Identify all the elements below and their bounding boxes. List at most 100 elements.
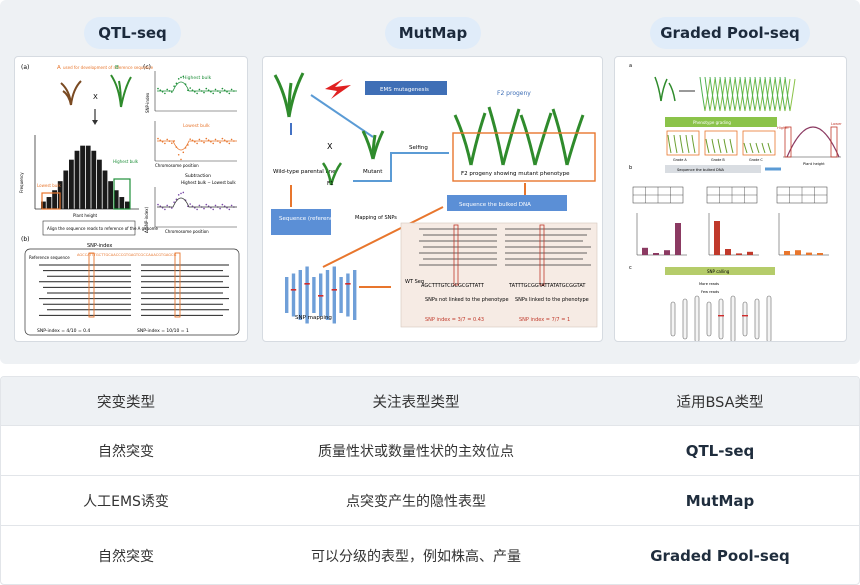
panel-label-c: (c)	[143, 64, 151, 71]
snp-point	[164, 208, 166, 211]
cross-arrow-head	[92, 120, 98, 125]
grade-plant	[743, 142, 748, 154]
grade-plant	[711, 138, 716, 154]
snp-point	[230, 204, 233, 207]
snp-point	[177, 194, 180, 196]
reference-sequence: AGCCATTTGCTTGCAACCCGTGAGTCGCCAAACGTGAGCG	[77, 253, 177, 257]
snp-point	[196, 142, 198, 145]
delta-axis-label: Δ(SNP-index)	[144, 206, 149, 233]
grade-label: Grade A	[673, 158, 687, 162]
histogram-bar	[52, 190, 57, 209]
histogram-bar	[113, 190, 119, 209]
chromosome-bar	[754, 298, 760, 340]
snp-calling-bar	[665, 267, 775, 275]
align-note-box	[42, 220, 136, 236]
grade-plant	[691, 134, 696, 154]
table-header: 突变类型 关注表型类型 适用BSA类型	[1, 377, 859, 426]
chromosome-position-label: Chromosome position	[155, 163, 199, 168]
sequence-reference-label: Sequence (reference)	[279, 216, 338, 222]
ems-box	[365, 81, 447, 95]
snp-point	[189, 203, 191, 205]
grade-label: Grade C	[749, 158, 763, 162]
snp-index-axis-label: SNP-index	[145, 92, 150, 113]
reads-comparison-panel	[400, 222, 598, 328]
sequence-bulked-box	[447, 195, 567, 211]
parent-b-plant	[110, 74, 132, 108]
snp-point	[203, 207, 205, 210]
snp-column-left	[453, 224, 459, 286]
track-trend-line	[157, 81, 237, 92]
table-row: 自然突变 可以分级的表型，例如株高、产量 Graded Pool-seq	[1, 526, 859, 584]
grading-note: Phenotype grading	[693, 120, 731, 125]
snp-point	[228, 208, 231, 211]
wild-type-label: Wild-type parental line	[273, 169, 336, 175]
histogram-bar	[102, 170, 108, 209]
snp-point	[228, 142, 231, 145]
snp-point	[166, 204, 168, 207]
snp-point	[180, 158, 182, 161]
snp-column-right	[174, 252, 181, 318]
grade-plant	[767, 142, 772, 154]
histogram-bars	[41, 145, 130, 209]
snp-point	[171, 91, 173, 93]
snp-point	[164, 92, 166, 95]
mutation-type-cell: 人工EMS诱变	[83, 493, 169, 510]
snp-point	[175, 82, 178, 85]
field-plant	[729, 76, 736, 112]
snp-point	[182, 191, 185, 194]
snp-point	[203, 141, 205, 144]
histogram-xlabel: Plant height	[73, 213, 98, 218]
lowest-bulk-track-label: Lowest bulk	[183, 123, 210, 129]
header-phenotype-type: 关注表型类型	[372, 394, 460, 411]
grade-plant	[723, 138, 728, 154]
snp-point	[221, 137, 224, 140]
snp-point	[182, 75, 185, 78]
grade-plant	[749, 142, 754, 154]
snp-point	[214, 204, 217, 207]
grade-plant	[705, 138, 710, 154]
f2-progeny-plants	[453, 106, 585, 166]
snp-point	[182, 151, 185, 154]
wild-type-plant	[273, 72, 305, 118]
panel-label-b: (b)	[21, 236, 30, 243]
grade-box	[742, 130, 776, 156]
mutmap-reads	[419, 224, 591, 286]
snp-point	[203, 91, 205, 94]
snp-point	[166, 88, 168, 91]
histogram-bar	[85, 145, 91, 209]
field-plant	[754, 76, 761, 112]
snp-column-left	[88, 252, 95, 318]
not-linked-label: SNPs not linked to the phenotype	[425, 297, 509, 303]
sequence-bulked-label: Sequence the bulked DNA	[459, 202, 531, 208]
wt-seq-label: WT Seq	[405, 279, 424, 285]
table-row: 人工EMS诱变 点突变产生的隐性表型 MutMap	[1, 476, 859, 526]
histogram-bar	[108, 181, 113, 209]
snp-mark	[718, 315, 724, 317]
allele-bar	[747, 251, 753, 255]
parent-a-note: used for development of reference sequen…	[63, 65, 154, 70]
ems-bolt-icon	[325, 79, 351, 99]
field-plant	[709, 76, 716, 112]
snp-mark	[331, 289, 337, 291]
right-snp-index: SNP index = 7/7 = 1	[519, 317, 570, 323]
chromosome-bar	[312, 277, 316, 313]
grade-plant	[761, 142, 766, 154]
field-plants	[699, 76, 796, 112]
parent-a-label: A	[57, 65, 61, 71]
allele-bar	[806, 252, 812, 255]
field-plant	[749, 76, 756, 112]
snp-mark	[742, 315, 748, 317]
histogram-bar	[74, 150, 80, 209]
snp-point	[166, 138, 168, 141]
field-plant	[769, 76, 776, 112]
snp-mark	[290, 289, 297, 291]
field-plant	[734, 76, 741, 112]
snp-point	[171, 207, 173, 209]
lower-label: Lower	[831, 122, 842, 126]
snp-index-heading: SNP-index	[87, 243, 112, 249]
aligned-reads	[39, 252, 229, 318]
snp-point	[177, 78, 180, 80]
snp-point	[157, 137, 159, 140]
